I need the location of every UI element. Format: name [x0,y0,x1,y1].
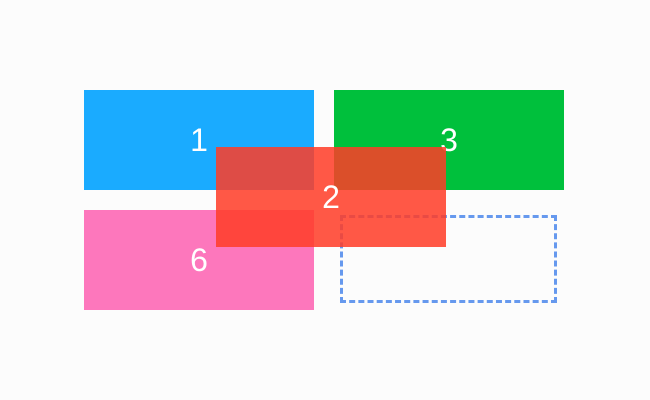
box-2-dragging[interactable]: 2 [216,147,446,247]
drop-placeholder [340,215,557,303]
box-6-label: 6 [190,241,208,278]
box-1[interactable]: 1 [84,90,314,190]
box-1-label: 1 [190,121,208,158]
box-2-label: 2 [322,178,340,215]
